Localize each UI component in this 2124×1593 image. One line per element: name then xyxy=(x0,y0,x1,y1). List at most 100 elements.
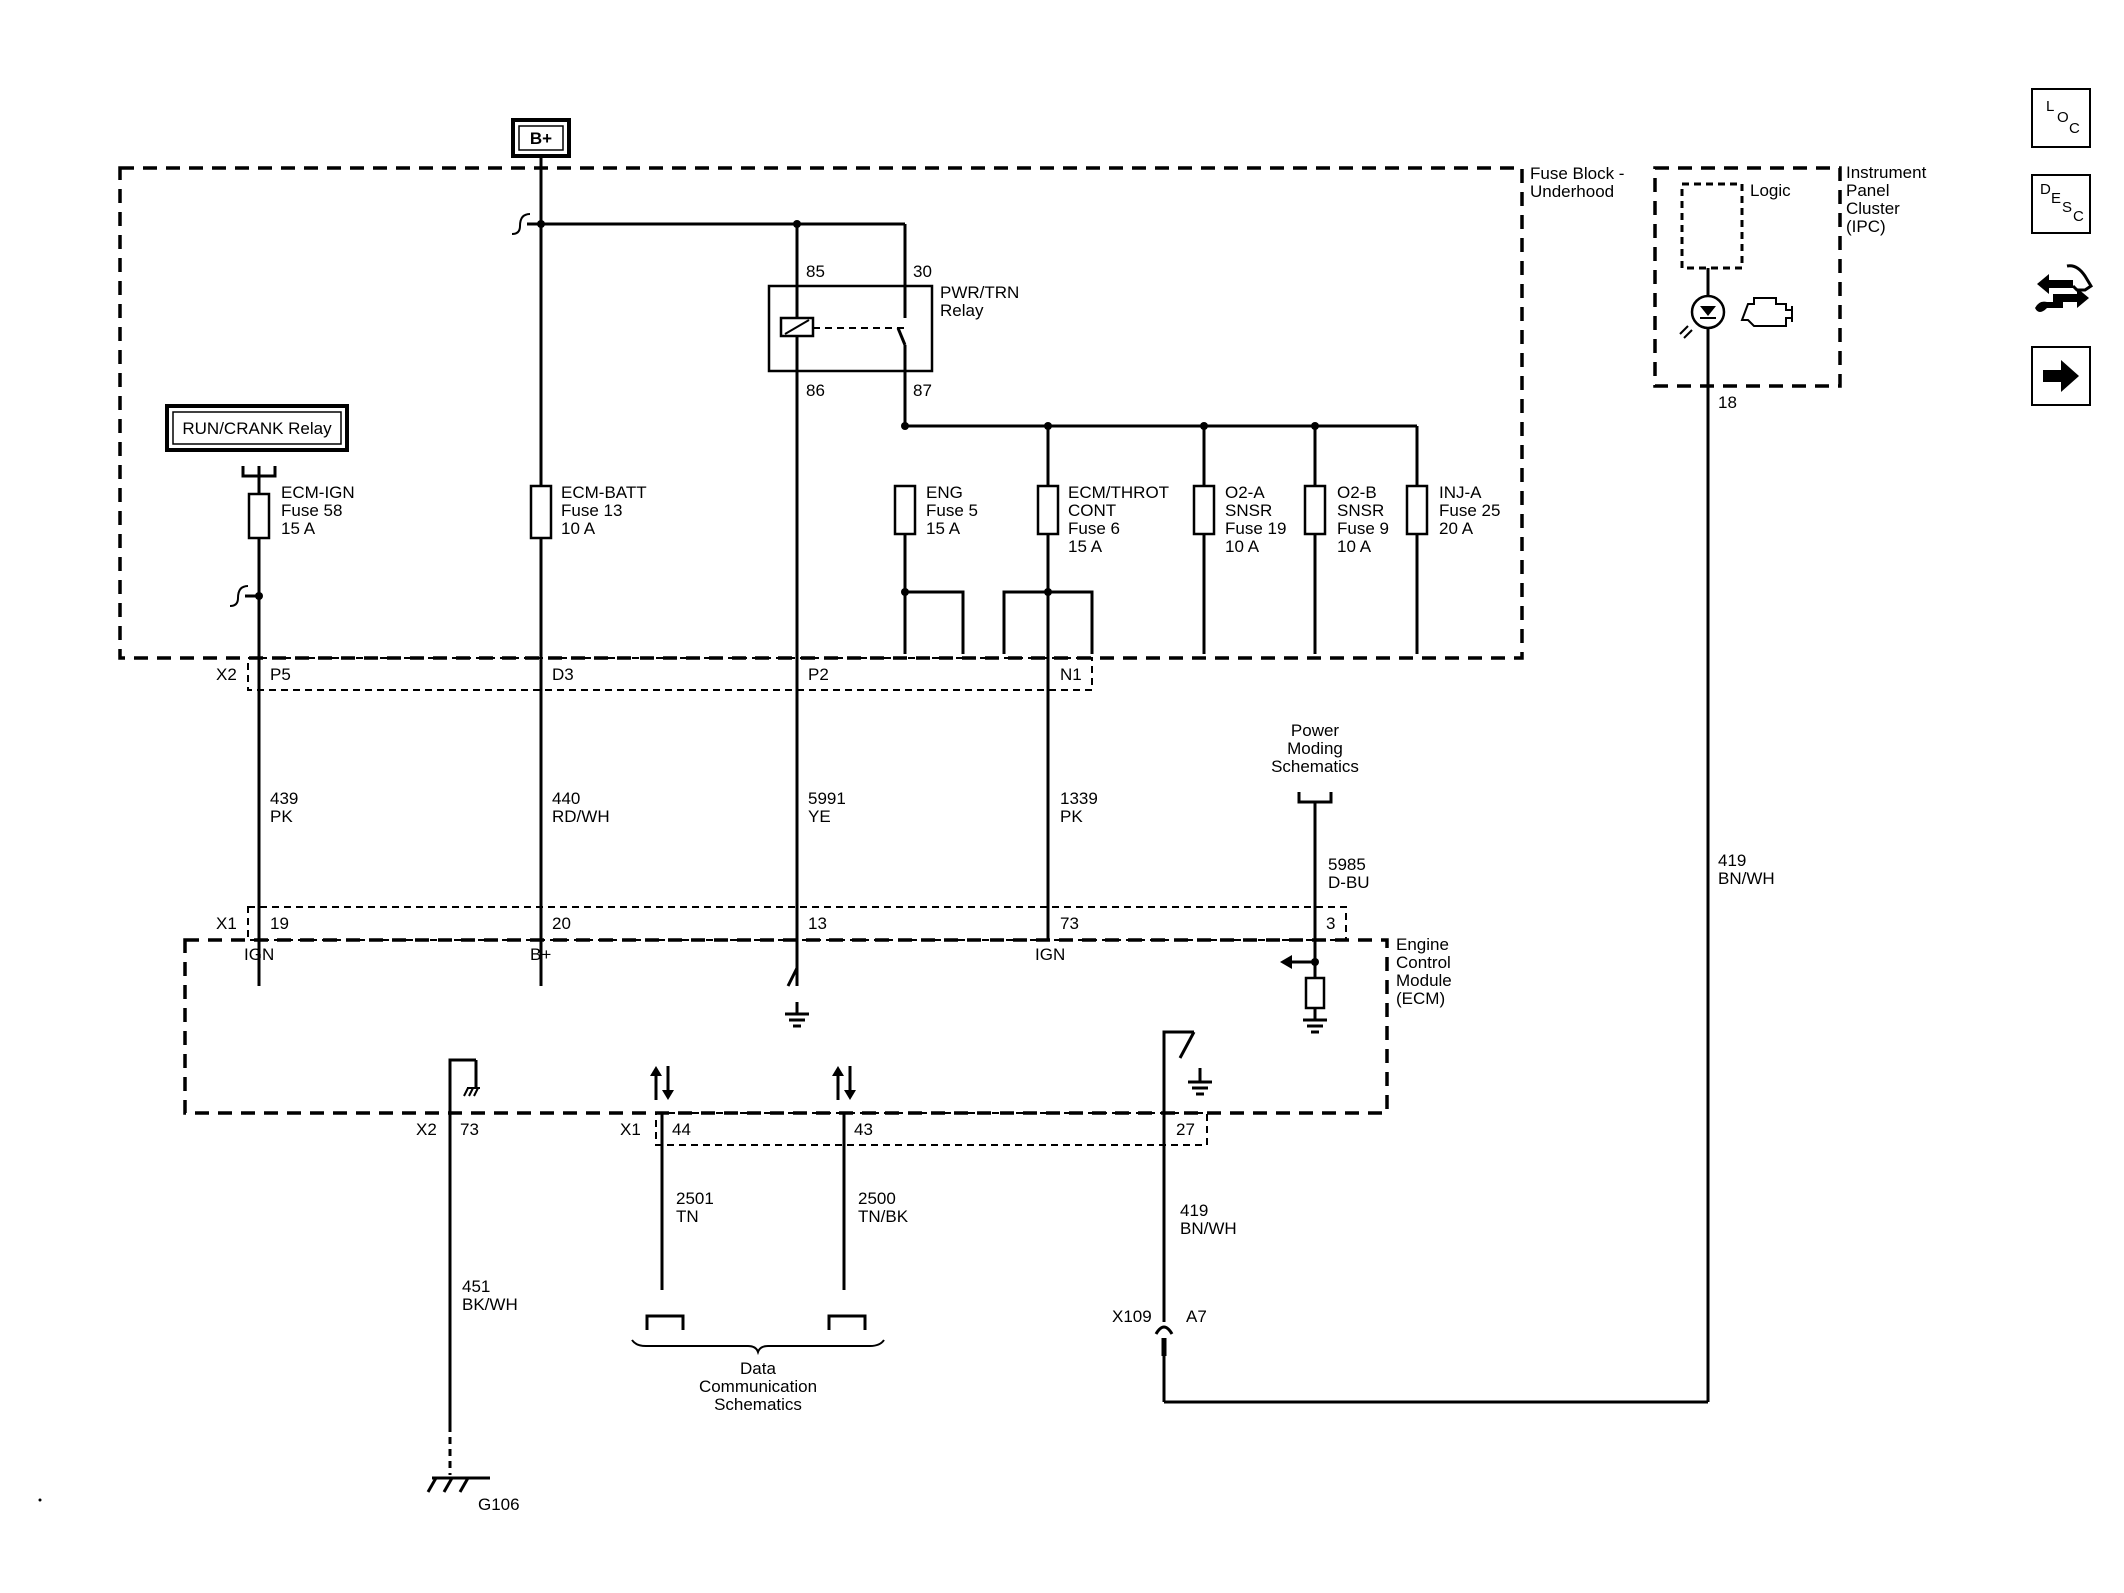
ipc-label-3: Cluster xyxy=(1846,199,1900,218)
ipc-wire-circuit: 419 xyxy=(1718,851,1746,870)
fuse-eng[interactable] xyxy=(893,484,917,536)
ipc-pin-18: 18 xyxy=(1718,393,1737,412)
relay-pin-30: 30 xyxy=(913,262,932,281)
diagnostic-tool-icon[interactable] xyxy=(2031,258,2095,324)
fuse-3-l1: ECM/THROT xyxy=(1068,483,1169,502)
fuse-2-l1: ENG xyxy=(926,483,963,502)
power-moding-1: Power xyxy=(1291,721,1340,740)
relay-pin-85: 85 xyxy=(806,262,825,281)
location-button[interactable]: L O C xyxy=(2031,88,2091,148)
wire-451-circuit: 451 xyxy=(462,1277,490,1296)
wire-440-circuit: 440 xyxy=(552,789,580,808)
fuse-6-l1: INJ-A xyxy=(1439,483,1482,502)
fuse-4-l2: SNSR xyxy=(1225,501,1272,520)
x2-pin-d3: D3 xyxy=(552,665,574,684)
data-comm-3: Schematics xyxy=(714,1395,802,1414)
desc-d: D xyxy=(2040,181,2051,198)
fuse-o2b[interactable] xyxy=(1303,484,1327,536)
wire-440-color: RD/WH xyxy=(552,807,610,826)
ipc-logic-box xyxy=(1680,182,1744,270)
run-crank-relay[interactable] xyxy=(165,404,349,452)
wire-419-color: BN/WH xyxy=(1180,1219,1237,1238)
wire-1339-circuit: 1339 xyxy=(1060,789,1098,808)
x2-connector-outline xyxy=(247,657,1093,691)
fuse-3-l3: Fuse 6 xyxy=(1068,519,1120,538)
fuse-ecm-throt[interactable] xyxy=(1036,484,1060,536)
ground-g106: G106 xyxy=(478,1495,520,1514)
ecm-func-ign-2: IGN xyxy=(1035,945,1065,964)
ecm-bottom-x1: X1 xyxy=(620,1120,641,1139)
engine-icon xyxy=(1740,297,1793,327)
fuse-4-l3: Fuse 19 xyxy=(1225,519,1286,538)
fuse-ecm-ign[interactable] xyxy=(247,492,271,540)
wire-5985-circuit: 5985 xyxy=(1328,855,1366,874)
run-crank-label: RUN/CRANK Relay xyxy=(182,419,332,438)
ecm-func-ign-1: IGN xyxy=(244,945,274,964)
ecm-bottom-x2: X2 xyxy=(416,1120,437,1139)
ipc-wire-color: BN/WH xyxy=(1718,869,1775,888)
wire-5985-color: D-BU xyxy=(1328,873,1370,892)
ecm-func-bplus: B+ xyxy=(530,945,551,964)
inline-a7: A7 xyxy=(1186,1307,1207,1326)
fuse-1-l3: 10 A xyxy=(561,519,596,538)
x2-pin-n1: N1 xyxy=(1060,665,1082,684)
ecm-label-3: Module xyxy=(1396,971,1452,990)
description-button[interactable]: D E S C xyxy=(2031,174,2091,234)
power-moding-2: Moding xyxy=(1287,739,1343,758)
ecm-bottom-x2-pin: 73 xyxy=(460,1120,479,1139)
wire-2500-circuit: 2500 xyxy=(858,1189,896,1208)
next-arrow-button[interactable] xyxy=(2031,346,2091,406)
power-moding-3: Schematics xyxy=(1271,757,1359,776)
x2-label: X2 xyxy=(216,665,237,684)
ecm-label-1: Engine xyxy=(1396,935,1449,954)
wire-439-color: PK xyxy=(270,807,293,826)
data-comm-1: Data xyxy=(740,1359,776,1378)
relay-pin-86: 86 xyxy=(806,381,825,400)
fuse-3-l4: 15 A xyxy=(1068,537,1103,556)
fuse-inj-a[interactable] xyxy=(1405,484,1429,536)
ecm-x1-label: X1 xyxy=(216,914,237,933)
ecm-bottom-pin-27: 27 xyxy=(1176,1120,1195,1139)
ecm-pin-73: 73 xyxy=(1060,914,1079,933)
desc-e: E xyxy=(2051,190,2062,207)
fuse-0-l2: Fuse 58 xyxy=(281,501,342,520)
ecm-outline xyxy=(183,938,1389,1115)
ipc-outline xyxy=(1653,166,1842,388)
relay-pin-87: 87 xyxy=(913,381,932,400)
wire-451-color: BK/WH xyxy=(462,1295,518,1314)
fuse-0-l1: ECM-IGN xyxy=(281,483,355,502)
wire-5991-color: YE xyxy=(808,807,831,826)
data-comm-arrows-44 xyxy=(650,1066,674,1100)
fuse-5-l2: SNSR xyxy=(1337,501,1384,520)
x2-pin-p2: P2 xyxy=(808,665,829,684)
fuse-1-l2: Fuse 13 xyxy=(561,501,622,520)
fuse-o2a[interactable] xyxy=(1192,484,1216,536)
inline-x109: X109 xyxy=(1112,1307,1152,1326)
ecm-pin-3: 3 xyxy=(1326,914,1335,933)
loc-l: L xyxy=(2046,98,2055,115)
wire-439-circuit: 439 xyxy=(270,789,298,808)
relay-label-2: Relay xyxy=(940,301,984,320)
fuse-5-l4: 10 A xyxy=(1337,537,1372,556)
ecm-x1-bottom-outline xyxy=(655,1112,1208,1146)
desc-s: S xyxy=(2062,199,2073,216)
fuse-ecm-batt[interactable] xyxy=(529,484,553,540)
wire-1339-color: PK xyxy=(1060,807,1083,826)
fuse-5-l3: Fuse 9 xyxy=(1337,519,1389,538)
ipc-label-1: Instrument xyxy=(1846,163,1927,182)
ecm-bottom-pin-44: 44 xyxy=(672,1120,691,1139)
fuse-6-l3: 20 A xyxy=(1439,519,1474,538)
wire-419-circuit: 419 xyxy=(1180,1201,1208,1220)
fuse-5-l1: O2-B xyxy=(1337,483,1377,502)
x2-pin-p5: P5 xyxy=(270,665,291,684)
fuse-block-label-1: Fuse Block - xyxy=(1530,164,1624,183)
loc-o: O xyxy=(2057,109,2069,126)
fuse-4-l1: O2-A xyxy=(1225,483,1265,502)
data-comm-arrows-43 xyxy=(832,1066,856,1100)
fuse-6-l2: Fuse 25 xyxy=(1439,501,1500,520)
ipc-label-2: Panel xyxy=(1846,181,1889,200)
fuse-3-l2: CONT xyxy=(1068,501,1116,520)
fuse-block-label-2: Underhood xyxy=(1530,182,1614,201)
ecm-pin-13: 13 xyxy=(808,914,827,933)
